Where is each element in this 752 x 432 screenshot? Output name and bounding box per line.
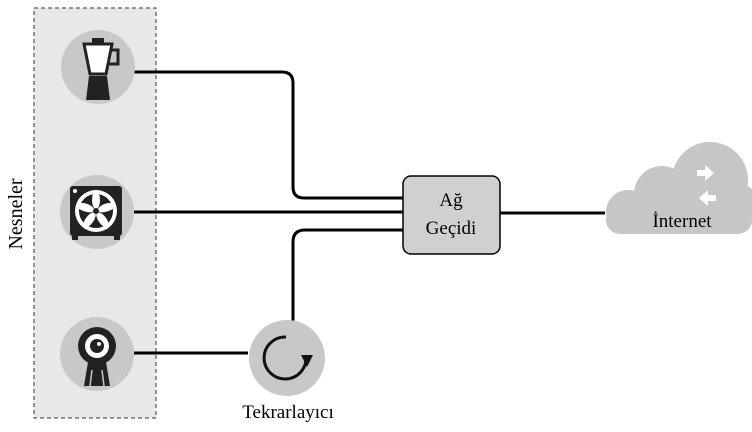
gateway-node: Ağ Geçidi [402,175,501,255]
cloud-icon [606,142,752,234]
fan-node [60,175,134,249]
internet-node: İnternet [606,142,752,234]
line-blender-gateway [134,70,403,200]
blender-icon [82,38,120,100]
exchange-arrows-icon [697,165,716,206]
repeater-node: Tekrarlayıcı [242,320,334,423]
blender-node [61,30,135,104]
gateway-label-line1: Ağ [439,190,463,211]
webcam-icon [78,327,116,387]
line-repeater-gateway [291,228,403,323]
rotate-arrow-icon [262,335,313,381]
repeater-label: Tekrarlayıcı [242,402,334,423]
objects-label: Nesneler [5,178,27,249]
internet-label: İnternet [652,211,712,232]
fan-icon [70,186,122,240]
connections [134,70,605,355]
gateway-label-line2: Geçidi [426,218,477,239]
webcam-node [60,317,134,391]
